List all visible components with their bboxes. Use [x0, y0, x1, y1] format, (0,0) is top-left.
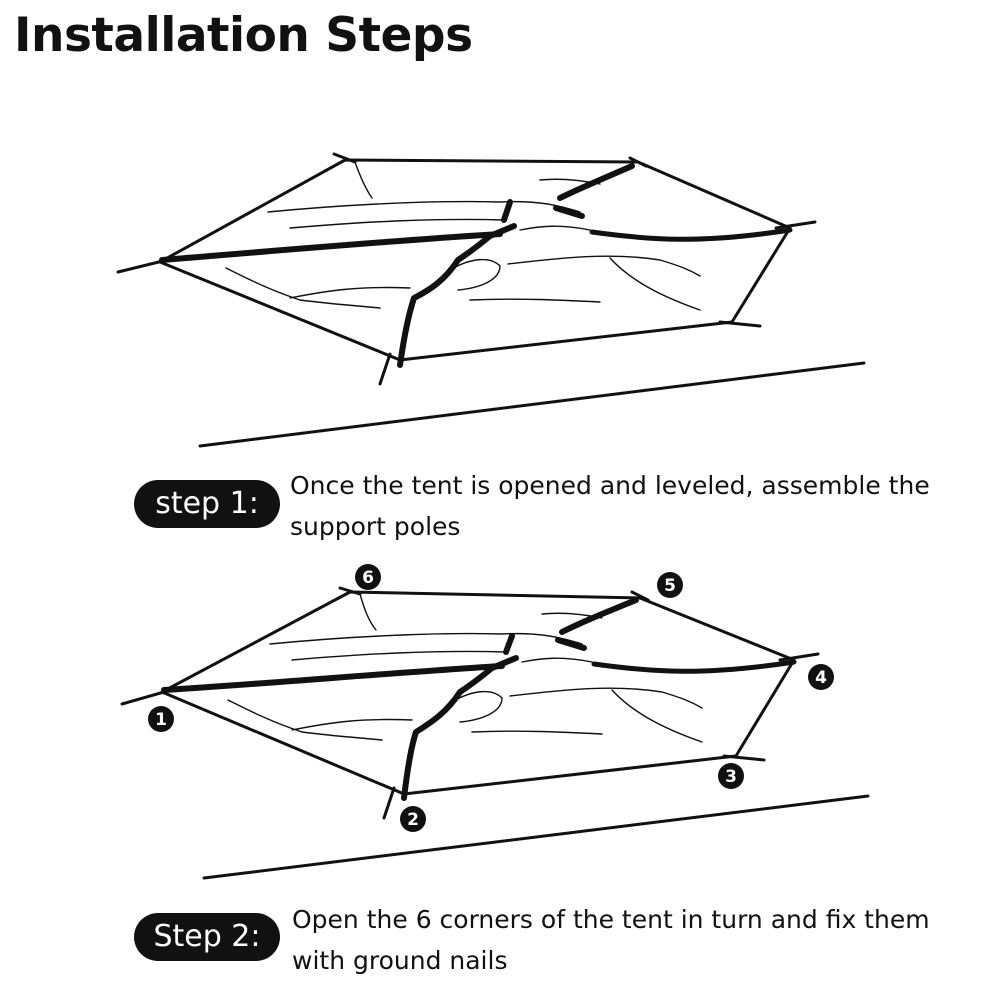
- ground-line: [202, 794, 870, 880]
- corner-marker-3: 3: [718, 763, 744, 789]
- ground-line: [198, 361, 866, 448]
- corner-number-2: 2: [407, 810, 419, 830]
- corner-number-6: 6: [362, 568, 374, 588]
- corner-marker-6: 6: [355, 564, 381, 590]
- step-2-text: Open the 6 corners of the tent in turn a…: [292, 905, 930, 975]
- step-1-text: Once the tent is opened and leveled, ass…: [290, 471, 930, 541]
- pole-left: [161, 663, 505, 693]
- corner-marker-5: 5: [657, 572, 683, 598]
- step-2-badge: Step 2:: [134, 913, 280, 961]
- tent-illustration-step-2: 1 2 3 4 5 6: [120, 564, 870, 880]
- tent-illustration-step-1: [116, 152, 866, 448]
- corner-marker-2: 2: [400, 806, 426, 832]
- pole-top: [557, 163, 635, 201]
- corner-marker-1: 1: [148, 706, 174, 732]
- corner-number-3: 3: [725, 767, 737, 787]
- step-1-badge: step 1:: [134, 480, 280, 528]
- page-title: Installation Steps: [14, 8, 473, 63]
- pole-top: [559, 597, 639, 635]
- corner-number-5: 5: [664, 576, 676, 596]
- corner-marker-4: 4: [808, 664, 834, 690]
- corner-number-4: 4: [815, 668, 827, 688]
- pole-front: [397, 223, 517, 368]
- corner-number-1: 1: [155, 710, 167, 730]
- pole-right: [591, 659, 797, 674]
- tent-outline: [160, 590, 796, 796]
- pole-left: [159, 231, 503, 263]
- pole-right: [589, 227, 793, 242]
- pole-front: [401, 655, 519, 801]
